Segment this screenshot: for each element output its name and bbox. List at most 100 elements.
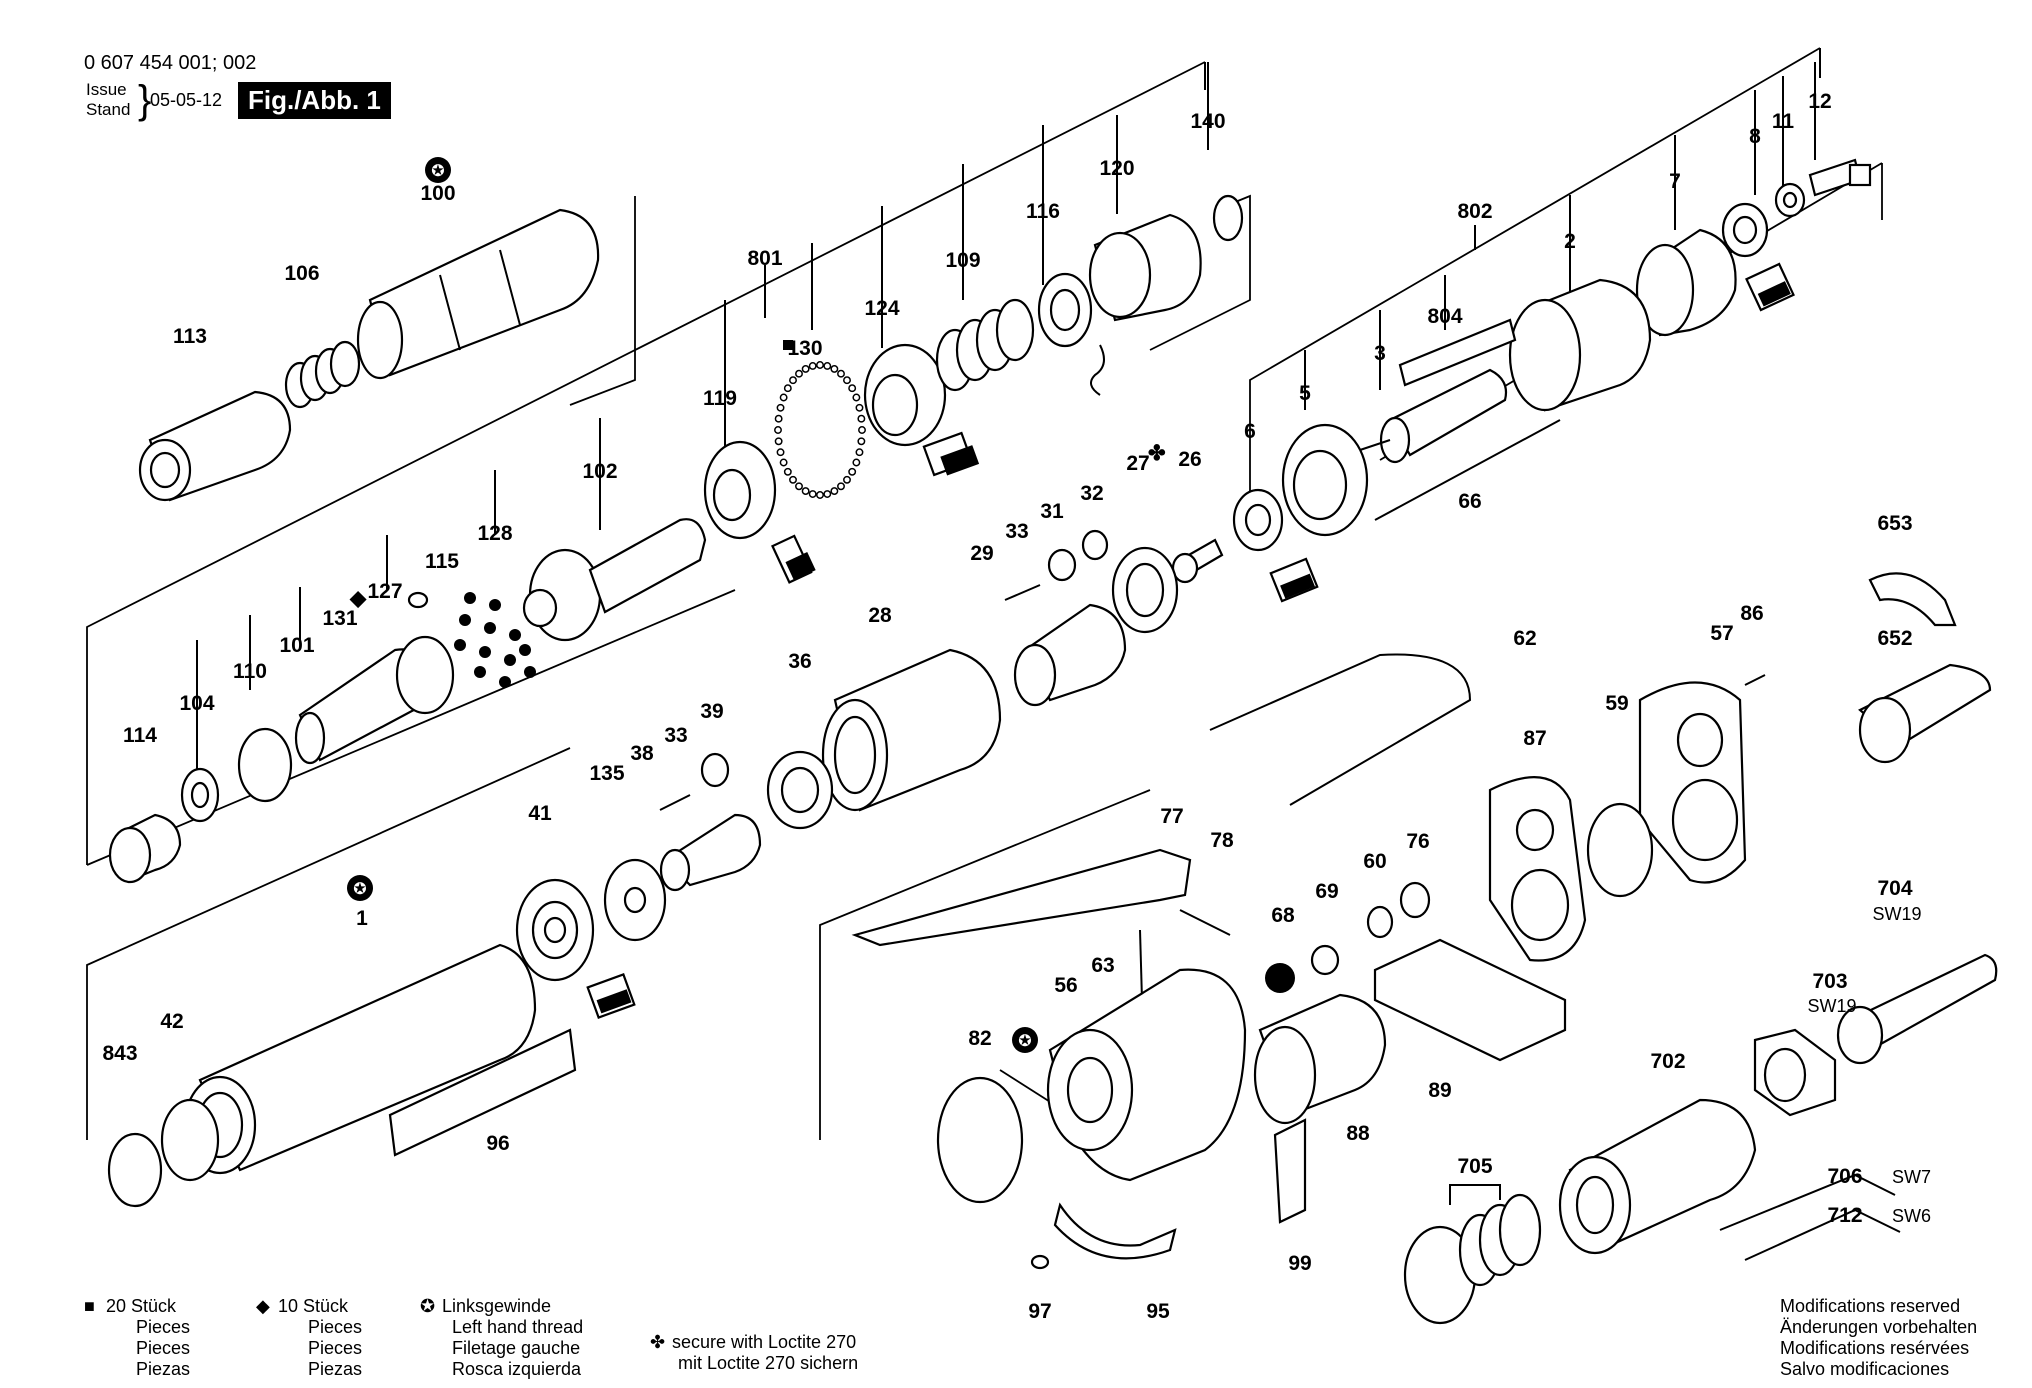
part-119-ring [703, 440, 777, 540]
part-140-snap-ring [1212, 194, 1244, 242]
legend-modifications: Modifications reserved Änderungen vorbeh… [1780, 1296, 1977, 1380]
part-label-88: 88 [1346, 1122, 1370, 1145]
left-thread-marker-1: ✪ [347, 875, 373, 901]
part-label-113: 113 [173, 325, 207, 348]
part-label-77: 77 [1160, 805, 1183, 828]
part-label-12: 12 [1808, 90, 1831, 113]
part-28-ring-gear [821, 648, 1002, 812]
part-label-33b: 33 [664, 724, 687, 747]
wrench-size-704: SW19 [1872, 904, 1921, 924]
part-label-66: 66 [1458, 490, 1481, 513]
left-thread-line-2: Left hand thread [452, 1317, 584, 1337]
figure-label: Fig./Abb. 1 [238, 82, 391, 119]
part-label-104: 104 [179, 692, 214, 715]
part-804-vane [1398, 318, 1517, 387]
part-label-8: 8 [1749, 125, 1761, 148]
svg-text:✪: ✪ [353, 881, 366, 898]
part-label-group: 1001061138011301241091161201401191021281… [102, 90, 1931, 1323]
part-26-pinion [1171, 538, 1224, 584]
part-label-31: 31 [1040, 500, 1064, 523]
part-label-705: 705 [1457, 1155, 1492, 1178]
part-27-washer [1111, 546, 1179, 634]
qty10-line-2: Pieces [308, 1338, 363, 1358]
part-38-carrier [659, 813, 762, 892]
part-label-706: 706 [1827, 1165, 1862, 1188]
part-label-38: 38 [630, 742, 654, 765]
part-label-2: 2 [1564, 230, 1576, 253]
part-label-97: 97 [1028, 1300, 1051, 1323]
part-label-804: 804 [1427, 305, 1462, 328]
part-704-fitting [1836, 953, 1998, 1065]
part-label-106: 106 [284, 262, 319, 285]
part-87-gasket [1488, 776, 1587, 962]
part-label-703: 703 [1812, 970, 1847, 993]
part-106-spring [284, 340, 361, 409]
part-36-bearing [766, 750, 834, 830]
wrench-size-703: SW19 [1807, 996, 1856, 1016]
part-label-127: 127 [367, 580, 402, 603]
part-104-sleeve [180, 767, 220, 823]
part-29-planet-carrier [1013, 603, 1127, 707]
issue-date: 05-05-12 [150, 90, 223, 110]
part-703-nut [1753, 1028, 1837, 1117]
part-63-pin [1139, 929, 1143, 1001]
stand-label: Stand [86, 100, 131, 119]
part-label-33a: 33 [1005, 520, 1028, 543]
part-97-screw [1030, 1254, 1050, 1270]
part-653-clip [1868, 572, 1957, 627]
part-label-140: 140 [1190, 110, 1225, 133]
left-thread-marker-100: ✪ [425, 157, 451, 183]
issue-label: Issue [86, 80, 127, 99]
part-label-69: 69 [1315, 880, 1338, 903]
grease-symbol-5 [586, 973, 636, 1019]
left-thread-line-1: Linksgewinde [442, 1296, 552, 1316]
part-100-collet-nut [356, 208, 600, 380]
part-label-802: 802 [1457, 200, 1492, 223]
part-11-washer [1774, 182, 1806, 218]
part-label-100: 100 [420, 182, 455, 205]
part-2-cylinder [1508, 278, 1652, 412]
part-label-27: 27 [1126, 452, 1149, 475]
part-label-652: 652 [1877, 627, 1912, 650]
legend-qty10: ◆10 Stück Pieces Pieces Piezas [256, 1296, 362, 1380]
part-label-109: 109 [945, 249, 980, 272]
part-label-68: 68 [1271, 904, 1295, 927]
part-12-screw [1808, 158, 1872, 197]
part-label-62: 62 [1513, 627, 1536, 650]
part-label-29: 29 [970, 542, 993, 565]
part-label-26: 26 [1178, 448, 1201, 471]
part-label-32: 32 [1080, 482, 1103, 505]
part-label-119: 119 [703, 387, 737, 410]
loctite-marker-26: ✤ [1148, 442, 1166, 465]
part-109-spring [935, 298, 1035, 392]
grease-symbol-4 [1269, 557, 1319, 603]
qty10-line-3: Piezas [308, 1359, 363, 1379]
part-label-116: 116 [1026, 200, 1060, 223]
part-label-86: 86 [1740, 602, 1763, 625]
part-33-pin-b [659, 794, 691, 811]
part-5-end-plate [1281, 423, 1369, 537]
part-label-653: 653 [1877, 512, 1912, 535]
qty20-line-3: Piezas [136, 1359, 191, 1379]
qty10-marker-127: ◆ [349, 587, 367, 610]
part-124-ring [863, 343, 947, 447]
part-label-59: 59 [1605, 692, 1628, 715]
modifications-line-1: Modifications reserved [1780, 1296, 1961, 1316]
part-57-cover [1638, 681, 1747, 884]
diamond-icon: ◆ [256, 1296, 270, 1316]
part-705-valve [1403, 1184, 1542, 1325]
part-label-110: 110 [233, 660, 267, 683]
modifications-line-2: Änderungen vorbehalten [1780, 1317, 1978, 1337]
part-label-102: 102 [582, 460, 617, 483]
part-label-42: 42 [160, 1010, 183, 1033]
grease-symbol-1 [771, 534, 816, 584]
part-label-131: 131 [322, 607, 357, 630]
part-702-adapter [1558, 1098, 1757, 1255]
part-8-bearing [1721, 202, 1769, 258]
part-label-712: 712 [1827, 1204, 1862, 1227]
part-41-bearing [515, 878, 595, 982]
grease-symbol-2 [922, 431, 980, 477]
part-label-801: 801 [747, 247, 782, 270]
part-113-sleeve [138, 390, 292, 502]
